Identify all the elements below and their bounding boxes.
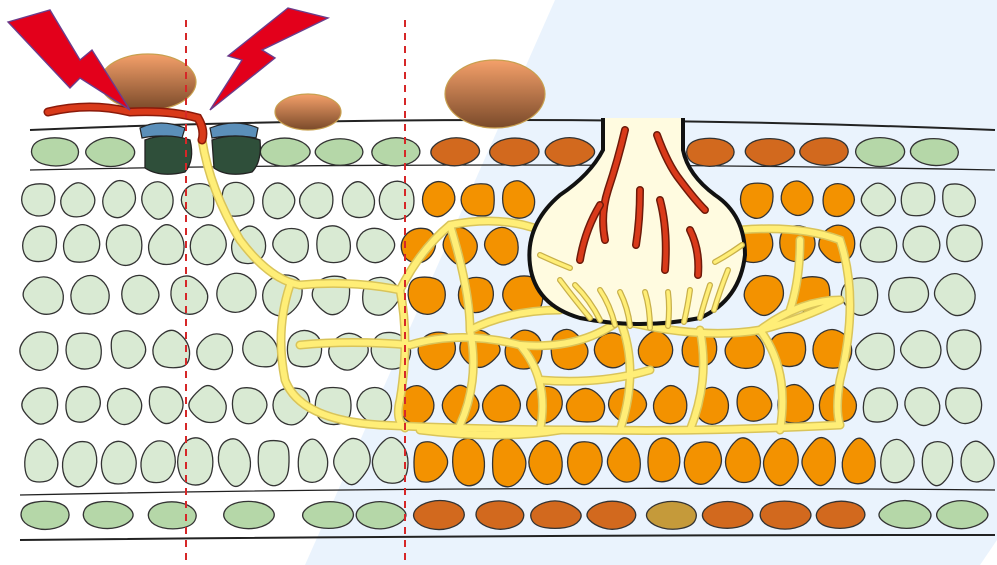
lower-epidermis-cell <box>224 501 275 528</box>
lower-epidermis-cell <box>646 501 696 529</box>
mesophyll-cell <box>66 387 100 423</box>
guard-cell-right <box>212 136 260 174</box>
mesophyll-cell <box>25 439 58 482</box>
mesophyll-cell <box>64 225 100 263</box>
upper-epidermis-cell <box>86 137 135 166</box>
mesophyll-cell <box>189 386 226 423</box>
mesophyll-cell <box>20 332 58 370</box>
mesophyll-cell <box>357 387 392 423</box>
upper-epidermis-cell <box>315 139 363 166</box>
upper-epidermis-cell <box>800 138 848 165</box>
lower-epidermis-cell <box>148 502 196 529</box>
mesophyll-cell <box>453 438 485 485</box>
upper-epidermis-cell <box>856 138 905 167</box>
mesophyll-cell <box>122 275 159 314</box>
mesophyll-cell <box>111 331 145 369</box>
mesophyll-cell <box>740 183 773 218</box>
mesophyll-cell <box>258 441 289 486</box>
mesophyll-cell <box>889 277 929 312</box>
mesophyll-cell <box>63 442 97 487</box>
mesophyll-cell <box>461 184 494 216</box>
mesophyll-cell <box>232 388 267 424</box>
mesophyll-cell <box>178 438 213 485</box>
mesophyll-cell <box>149 387 183 424</box>
mesophyll-cell <box>408 277 445 314</box>
spores <box>100 54 545 130</box>
upper-epidermis-cell <box>490 138 539 166</box>
mesophyll-cell <box>197 334 233 370</box>
mesophyll-cell <box>648 438 680 482</box>
lower-epidermis-cell <box>21 501 69 529</box>
guard-cell-left <box>145 136 192 174</box>
mesophyll-cell <box>153 330 190 367</box>
mesophyll-cell <box>317 226 351 263</box>
upper-epidermis-cell <box>910 139 958 166</box>
mesophyll-cell <box>103 181 136 218</box>
upper-epidermis-cell <box>260 138 310 166</box>
mesophyll-cell <box>66 333 101 369</box>
mesophyll-cell <box>357 228 395 262</box>
mesophyll-cell <box>863 388 897 422</box>
mesophyll-cell <box>141 441 175 483</box>
mesophyll-cell <box>947 225 982 262</box>
lower-epidermis-cell <box>83 501 133 528</box>
mesophyll-cell <box>61 183 95 217</box>
mesophyll-cell <box>263 183 295 219</box>
mesophyll-cell <box>22 184 55 216</box>
mesophyll-cell <box>181 184 213 218</box>
lower-epidermis-cell <box>303 502 354 529</box>
mesophyll-cell <box>422 182 454 217</box>
mesophyll-cell <box>22 388 58 424</box>
lightning-bolt-icon <box>8 10 130 110</box>
upper-epidermis-cell <box>687 138 734 166</box>
spore-small <box>275 94 341 130</box>
upper-epidermis-cell <box>372 138 420 166</box>
mesophyll-cell <box>23 277 63 314</box>
lower-epidermis-cell <box>816 501 865 528</box>
mesophyll-cell <box>106 225 142 265</box>
upper-epidermis-cell <box>431 138 480 166</box>
mesophyll-cell <box>298 439 327 482</box>
mesophyll-cell <box>243 331 278 367</box>
mesophyll-cell <box>860 227 896 262</box>
mesophyll-cell <box>107 388 141 424</box>
mesophyll-cell <box>190 225 226 265</box>
fruiting-body-hypha <box>668 292 669 326</box>
mesophyll-cell <box>23 226 57 261</box>
upper-epidermis-cell <box>31 138 78 166</box>
mesophyll-cell <box>142 182 173 219</box>
mesophyll-cell <box>342 182 374 218</box>
lower-epidermis-cell <box>702 501 752 528</box>
lower-epidermis-cell <box>760 501 811 529</box>
lower-epidermis-cell <box>414 501 465 530</box>
mesophyll-cell <box>379 181 414 219</box>
lower-epidermis-cell <box>476 501 524 529</box>
mesophyll-cell <box>300 183 333 219</box>
mesophyll-cell <box>903 226 940 262</box>
spore-large-right <box>445 60 545 128</box>
mesophyll-cell <box>217 273 256 312</box>
mesophyll-cell <box>218 439 250 487</box>
mesophyll-cell <box>901 183 935 216</box>
mesophyll-cell <box>171 276 208 314</box>
mesophyll-cell <box>101 441 136 484</box>
mesophyll-cell <box>149 225 185 265</box>
mesophyll-cell <box>273 228 309 262</box>
spore-large-left <box>100 54 196 110</box>
mesophyll-cell <box>71 275 109 314</box>
